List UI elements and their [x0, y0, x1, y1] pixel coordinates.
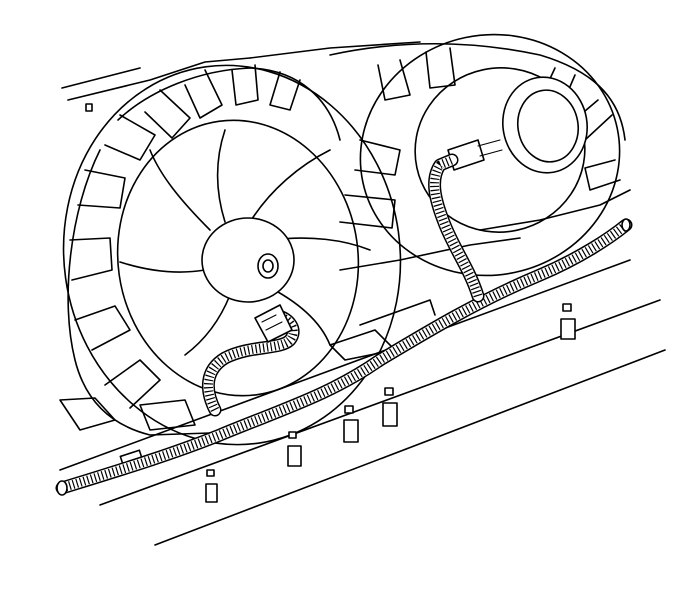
loom-end-left	[56, 480, 68, 496]
left-shroud-ring-outer	[62, 64, 402, 446]
slot-2a	[288, 431, 297, 439]
slot-3a	[344, 405, 354, 414]
slot-1a	[206, 469, 215, 477]
slot-5a	[562, 303, 572, 312]
slot-5b	[560, 318, 576, 340]
loom-end-right	[621, 218, 631, 232]
slot-4b	[382, 402, 398, 427]
upper-support-edges	[61, 41, 421, 112]
left-fan-hub-nut	[257, 253, 279, 279]
slot-1b	[205, 483, 218, 503]
upper-clip-hole	[85, 103, 93, 112]
slot-3b	[343, 419, 359, 443]
left-fan-hub	[201, 217, 295, 303]
right-fan-motor	[502, 76, 588, 174]
slot-2b	[287, 445, 302, 467]
lower-bracket-rail	[59, 259, 666, 546]
right-shroud-ring-outer	[359, 33, 621, 277]
slot-4a	[384, 387, 394, 396]
wiring-harness	[55, 153, 633, 496]
right-fan-shroud	[329, 33, 631, 277]
left-motor-connector	[254, 304, 293, 343]
left-fan-shroud	[59, 64, 402, 446]
left-shroud-ring-inner	[116, 119, 360, 397]
